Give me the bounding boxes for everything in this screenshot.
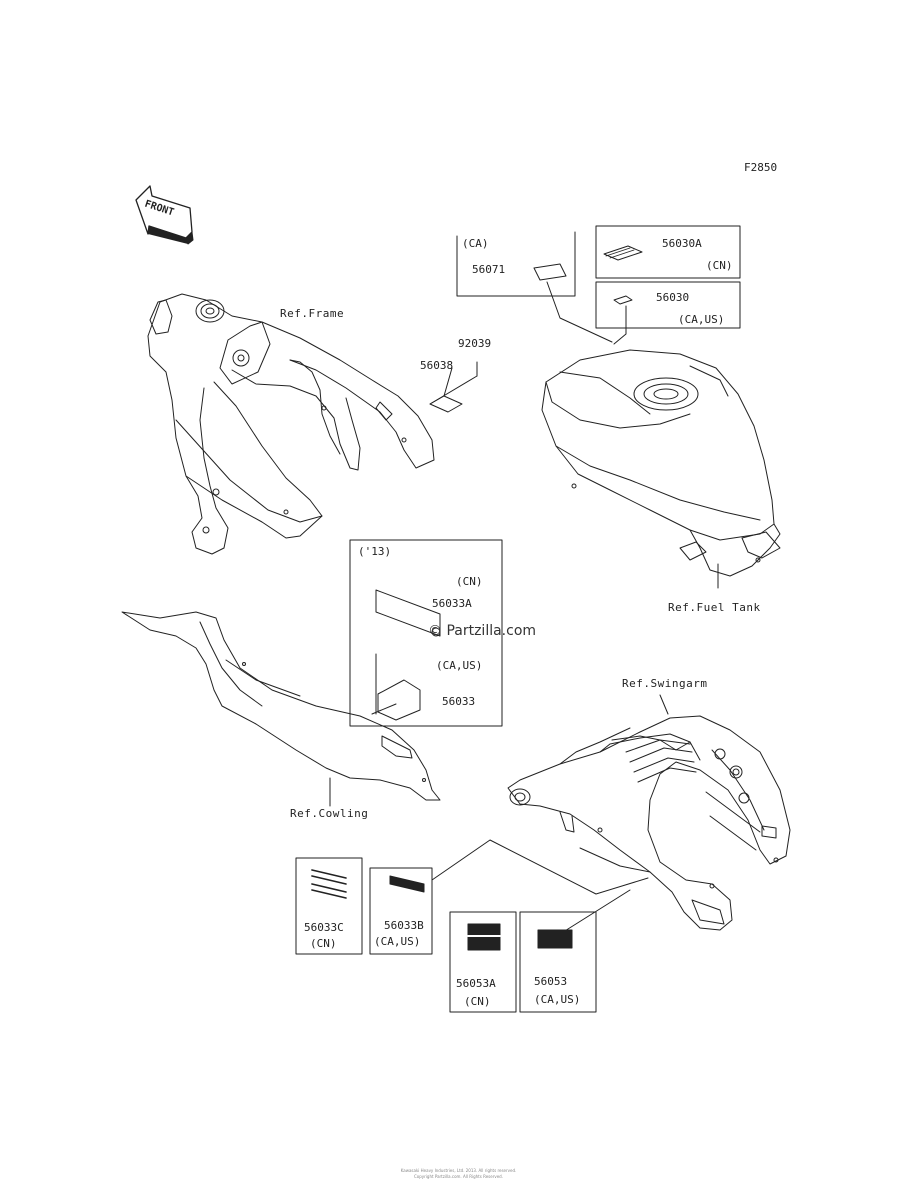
copyright-line-1: Kawasaki Heavy Industries, Ltd. 2013. Al… <box>400 1168 517 1173</box>
market-cn-label-56033C: (CN) <box>310 937 337 950</box>
ref-frame-label[interactable]: Ref.Frame <box>280 307 345 320</box>
part-56053A-label[interactable]: 56053A <box>456 977 496 990</box>
market-ca-us-label-56053: (CA,US) <box>534 993 581 1006</box>
market-cn-label-56033A: (CN) <box>456 575 483 588</box>
tank-label-leaders <box>546 281 627 345</box>
part-56033A-label[interactable]: 56033A <box>432 597 472 610</box>
part-56033B-label[interactable]: 56033B <box>384 919 424 932</box>
market-ca-label: (CA) <box>462 237 489 250</box>
figure-code: F2850 <box>744 161 778 174</box>
market-cn-label-56053A: (CN) <box>464 995 491 1008</box>
ref-fuel-tank-label[interactable]: Ref.Fuel Tank <box>668 601 761 614</box>
box-56053A <box>449 911 517 1013</box>
part-56033-label[interactable]: 56033 <box>442 695 476 708</box>
market-cn-label-56030A: (CN) <box>706 259 733 272</box>
box-56071 <box>456 231 576 297</box>
box-56033B <box>369 867 433 955</box>
part-92039-label[interactable]: 92039 <box>458 337 492 350</box>
part-56030-label[interactable]: 56030 <box>656 291 690 304</box>
swingarm-label-leaders <box>431 839 649 935</box>
year-tag-label: ('13) <box>358 545 392 558</box>
market-ca-us-label-56030: (CA,US) <box>678 313 725 326</box>
copyright-line-2: Copyright Partzilla.com. All Rights Rese… <box>414 1174 503 1179</box>
box-56033C <box>295 857 363 955</box>
part-56038-label[interactable]: 56038 <box>420 359 454 372</box>
box-56030A <box>595 225 741 279</box>
cowling-drawing <box>121 611 441 807</box>
fuel-tank-drawing <box>541 349 781 589</box>
ref-swingarm-label[interactable]: Ref.Swingarm <box>622 677 708 690</box>
box-13 <box>349 539 503 727</box>
box-56053 <box>519 911 597 1013</box>
frame-label-leaders <box>429 361 478 413</box>
box-56030 <box>595 281 741 329</box>
part-56053-label[interactable]: 56053 <box>534 975 568 988</box>
market-ca-us-label-56033B: (CA,US) <box>374 935 421 948</box>
swingarm-drawing <box>507 694 791 931</box>
part-56030A-label[interactable]: 56030A <box>662 237 702 250</box>
part-56033C-label[interactable]: 56033C <box>304 921 344 934</box>
ref-cowling-label[interactable]: Ref.Cowling <box>290 807 369 820</box>
front-arrow-icon <box>135 185 194 245</box>
watermark-text: © Partzilla.com <box>428 623 537 639</box>
frame-drawing <box>147 293 435 555</box>
market-ca-us-label-56033: (CA,US) <box>436 659 483 672</box>
part-56071-label[interactable]: 56071 <box>472 263 506 276</box>
